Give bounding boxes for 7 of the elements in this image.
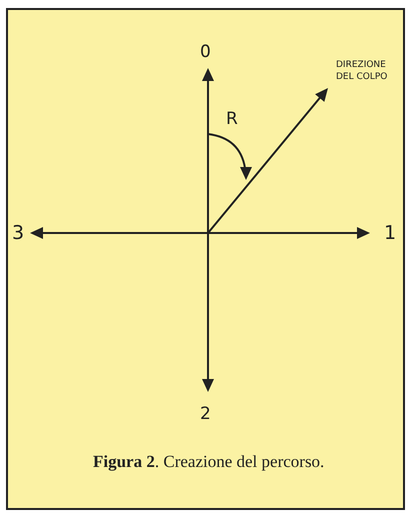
direction-label: DIREZIONE DEL COLPO [336,60,388,84]
angle-label: R [226,111,238,128]
direction-label: 1 [384,224,396,243]
direction-label: 3 [12,224,24,243]
figure-caption: Figura 2. Creazione del percorso. [93,452,324,472]
direction-label: 2 [200,406,211,423]
direction-label: 0 [200,44,211,61]
